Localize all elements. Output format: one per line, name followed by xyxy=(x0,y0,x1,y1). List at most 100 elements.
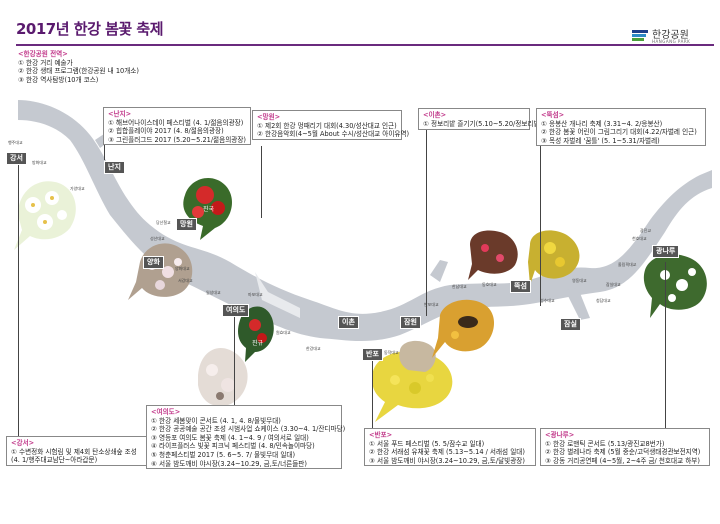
region-label-ttukseom: 뚝섬 xyxy=(510,280,531,293)
bridge-label: 반포대교 xyxy=(424,302,439,307)
box-heading: <반포> xyxy=(369,431,393,439)
tributary-ichon xyxy=(430,260,448,282)
bridge-label: 동호대교 xyxy=(482,282,497,287)
list-item: ① 한강 세봄맞이 콘서트 (4. 1, 4. 8/물빛무대) xyxy=(151,416,281,425)
flower-photo-gwangnaru xyxy=(643,254,707,318)
box-heading: <망원> xyxy=(257,113,281,121)
box-heading: <난지> xyxy=(108,110,132,118)
list-item: ③ 서울 밤도깨비 야시장(3.24~10.29, 금,토/달빛광장) xyxy=(369,456,525,465)
list-item: ② 힙합플레이야 2017 (4. 8/젊음의광장) xyxy=(108,127,224,136)
bridge-label: 행주대교 xyxy=(8,140,23,145)
list-item: ① 한강 로맨틱 콘서트 (5.13/광진교8번가) xyxy=(545,439,665,448)
box-all-parks: <한강공원 전역> ① 한강 거리 예술가 ② 한강 생태 프로그램(한강공원 … xyxy=(16,50,186,88)
flower-photo-banpo-crowd xyxy=(399,340,436,372)
list-item: ① 수변정화 시험림 및 제4회 탄소상쇄숲 조성 xyxy=(11,447,137,456)
list-item: ⑤ 청춘페스티벌 2017 (5. 6~5. 7/ 물빛무대 일대) xyxy=(151,450,296,459)
bridge-label: 성수대교 xyxy=(540,298,555,303)
region-label-banpo: 반포 xyxy=(362,348,383,361)
box-heading: <강서> xyxy=(11,439,35,447)
box-nanji: <난지> ① 해브어나이스데이 페스티벌 (4. 1/젊음의광장) ② 힙합플레… xyxy=(103,107,251,145)
bridge-label: 올림픽대교 xyxy=(618,262,637,267)
title-divider xyxy=(16,44,714,46)
flower-photo-gangseo xyxy=(14,181,76,250)
region-label-jamsil: 잠실 xyxy=(560,318,581,331)
region-label-yeouido: 여의도 xyxy=(222,304,250,317)
connector-nanji xyxy=(104,140,105,160)
region-label-gangseo: 강서 xyxy=(6,152,27,165)
tributary-jamsil xyxy=(565,288,590,320)
list-item: ② 한강 서래섬 유채꽃 축제 (5.13~5.14 / 서래섬 일대) xyxy=(369,448,525,457)
list-item: ① 정보리밭 즐기기(5.10~5.20/정보리밭) xyxy=(423,119,543,128)
box-yeouido: <여의도> ① 한강 세봄맞이 콘서트 (4. 1, 4. 8/물빛무대) ② … xyxy=(146,405,346,469)
list-item: ③ 그린플러그드 2017 (5.20~5.21/젊음의광장) xyxy=(108,135,246,144)
flower-photo-jamwon xyxy=(432,299,495,358)
list-item: (4. 1/행주대교남단~아라갑문) xyxy=(11,456,98,465)
list-item: ⑥ 서울 밤도깨비 야시장(3.24~10.29, 금,토/너른들판) xyxy=(151,459,307,468)
list-item: ④ 라이프플러스 빛꽃 피크닉 페스티벌 (4. 8/민속놀이마당) xyxy=(151,442,315,451)
list-item: ② 한강음악회(4~5월 About 수시/성산대교 아이유역) xyxy=(257,130,410,139)
bridge-label: 서강대교 xyxy=(178,278,193,283)
box-heading: <뚝섬> xyxy=(541,111,565,119)
bridge-label: 청담대교 xyxy=(596,298,611,303)
bridge-label: 원효대교 xyxy=(276,330,291,335)
bridge-label: 가양대교 xyxy=(70,186,85,191)
logo-subtext: HANGANG PARK xyxy=(652,39,691,44)
list-item: ② 한강 봄꽃 어린이 그림그리기 대회(4.22/자벌레 인근) xyxy=(541,128,697,137)
box-heading: <여의도> xyxy=(151,408,181,416)
region-label-yanghwa: 양화 xyxy=(143,256,164,269)
list-item: ③ 영등포 여의도 봄꽃 축제 (4. 1~4. 9 / 여의서로 일대) xyxy=(151,433,309,442)
bridge-label: 성산대교 xyxy=(150,236,165,241)
bridge-label: 한남대교 xyxy=(452,284,467,289)
bridge-label: 천호대교 xyxy=(632,236,647,241)
connector-ttukseom xyxy=(540,146,541,306)
box-mangwon: <망원> ① 제2회 한강 멍때리기 대회(4.30/성산대교 인근) ② 한강… xyxy=(252,110,410,140)
list-item: ③ 강동 거리공연페 (4~5월, 2~4주 금/ 천호대교 하부) xyxy=(545,456,700,465)
box-banpo: <반포> ① 서울 푸드 페스티벌 (5. 5/잠수교 일대) ② 한강 서래섬… xyxy=(364,428,536,466)
list-item: ① 서울 푸드 페스티벌 (5. 5/잠수교 일대) xyxy=(369,439,485,448)
bridge-label: 동작대교 xyxy=(384,350,399,355)
flower-photo-yeouido-blossom xyxy=(198,347,248,407)
bridge-label: 영동대교 xyxy=(572,278,587,283)
box-ttukseom: <뚝섬> ① 응봉산 개나리 축제 (3.31~4. 2/응봉산) ② 한강 봄… xyxy=(536,108,706,146)
connector-ichon xyxy=(426,128,427,316)
hangang-park-logo: 한강공원 HANGANG PARK xyxy=(632,24,714,48)
flower-photo-ttukseom-left xyxy=(468,230,518,280)
logo-text: 한강공원 xyxy=(652,30,689,41)
bridge-label: 한강대교 xyxy=(306,346,321,351)
list-item: ① 응봉산 개나리 축제 (3.31~4. 2/응봉산) xyxy=(541,119,663,128)
bridge-label: 잠실대교 xyxy=(606,282,621,287)
flower-photo-banpo xyxy=(372,351,453,422)
list-item: ① 제2회 한강 멍때리기 대회(4.30/성산대교 인근) xyxy=(257,121,397,130)
flower-photo-mangwon xyxy=(183,177,233,240)
box-gangseo: <강서> ① 수변정화 시험림 및 제4회 탄소상쇄숲 조성 (4. 1/행주대… xyxy=(6,436,172,466)
connector-gangseo xyxy=(18,160,19,438)
bridge-label: 마포대교 xyxy=(248,292,263,297)
bridge-label: 당산철교 xyxy=(156,220,171,225)
box-heading: <광나루> xyxy=(545,431,575,439)
list-item: ① 한강 거리 예술가 xyxy=(18,58,73,67)
flower-photo-yeouido xyxy=(238,306,274,362)
list-item: ① 해브어나이스데이 페스티벌 (4. 1/젊음의광장) xyxy=(108,118,244,127)
region-label-mangwon: 망원 xyxy=(176,218,197,231)
list-item: ② 한강 별레나라 축제 (5월 중순/고덕생태경관보전지역) xyxy=(545,448,701,457)
connector-banpo xyxy=(372,358,373,430)
box-heading: <이촌> xyxy=(423,111,447,119)
box-ichon: <이촌> ① 정보리밭 즐기기(5.10~5.20/정보리밭) xyxy=(418,108,543,130)
connector-gwangnaru xyxy=(665,262,666,428)
box-gwangnaru: <광나루> ① 한강 로맨틱 콘서트 (5.13/광진교8번가) ② 한강 별레… xyxy=(540,428,710,466)
flower-label-mangwon: 진국 xyxy=(203,206,215,213)
bridge-label: 양화대교 xyxy=(175,266,190,271)
region-label-jamwon: 잠원 xyxy=(400,316,421,329)
list-item: ② 한강 공공예술 공간 조성 시범사업 쇼케이스 (3.30~4. 1/잔디마… xyxy=(151,425,346,434)
flower-label-yeouido: 진규 xyxy=(252,340,264,347)
page-title: 2017년 한강 봄꽃 축제 xyxy=(16,20,164,38)
bridge-label: 일성대교 xyxy=(206,290,221,295)
logo-mark-icon xyxy=(632,30,648,42)
bridge-label: 방화대교 xyxy=(32,160,47,165)
tributary-yeouido xyxy=(255,272,300,318)
region-label-nanji: 난지 xyxy=(104,161,125,174)
list-item: ② 한강 생태 프로그램(한강공원 내 10개소) xyxy=(18,67,139,76)
region-label-gwangnaru: 광나루 xyxy=(652,245,680,258)
connector-mangwon xyxy=(261,146,262,218)
